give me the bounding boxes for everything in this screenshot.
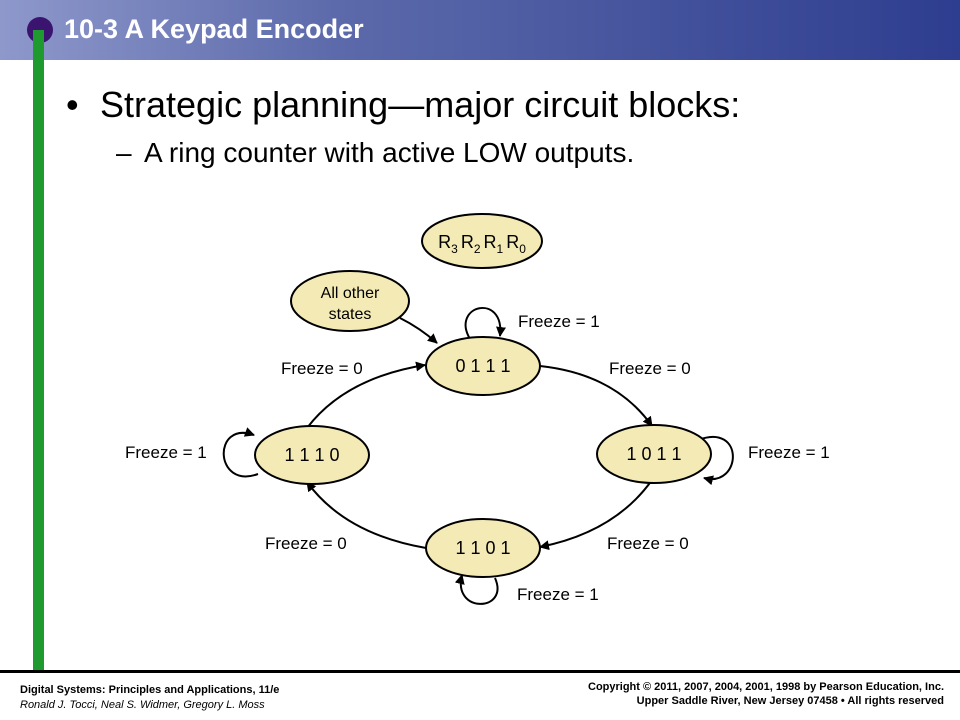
state-top [425,336,541,396]
label-top-self: Freeze = 1 [518,312,600,331]
bullet-dot: • [66,84,79,125]
state-left [254,425,370,485]
label-left-self: Freeze = 1 [125,443,207,462]
legend-r2: R [461,232,474,252]
label-right-to-bottom: Freeze = 0 [607,534,689,553]
legend-sub0: 0 [519,242,526,256]
footer-divider [0,670,960,673]
self-loop-top [464,307,506,340]
state-right [596,424,712,484]
legend-sub1: 1 [497,242,504,256]
sub-bullet-text: A ring counter with active LOW outputs. [144,137,635,168]
legend-sub2: 2 [474,242,481,256]
left-accent-bar [33,30,44,670]
main-bullet: • Strategic planning—major circuit blocks… [66,84,740,126]
state-left-label: 1 1 1 0 [284,445,339,465]
sub-bullet-dash: – [116,137,132,168]
self-loop-bottom [454,574,499,605]
state-top-label: 0 1 1 1 [455,356,510,376]
label-bottom-self: Freeze = 1 [517,585,599,604]
legend-r3: R [438,232,451,252]
self-loop-left [222,427,259,478]
main-bullet-text: Strategic planning—major circuit blocks: [100,84,741,125]
arrow-left-to-top [306,361,426,429]
legend-r0: R [506,232,519,252]
arrow-bottom-to-left [306,481,427,549]
self-loop-right [697,436,734,486]
arrow-right-to-bottom [539,479,653,551]
other-states-line2: states [329,306,372,323]
label-top-to-right: Freeze = 0 [609,359,691,378]
footer-authors: Ronald J. Tocci, Neal S. Widmer, Gregory… [20,699,265,711]
state-bottom [425,518,541,578]
other-states-ellipse [290,270,410,332]
legend-sub3: 3 [451,242,458,256]
footer-publisher: Upper Saddle River, New Jersey 07458 • A… [636,695,944,707]
footer-copyright: Copyright © 2011, 2007, 2004, 2001, 1998… [588,681,944,693]
slide-title: 10-3 A Keypad Encoder [64,14,364,44]
slide-header: 10-3 A Keypad Encoder [0,0,960,60]
label-right-self: Freeze = 1 [748,443,830,462]
arrow-top-to-right [539,365,653,427]
state-right-label: 1 0 1 1 [626,444,681,464]
other-states-arrow [399,317,438,344]
label-bottom-to-left: Freeze = 0 [265,534,347,553]
legend-r1: R [484,232,497,252]
sub-bullet: –A ring counter with active LOW outputs. [116,137,634,169]
legend-ellipse [421,213,543,269]
state-bottom-label: 1 1 0 1 [455,538,510,558]
footer-book-title: Digital Systems: Principles and Applicat… [20,684,280,696]
other-states-line1: All other [321,285,380,302]
label-left-to-top: Freeze = 0 [281,359,363,378]
